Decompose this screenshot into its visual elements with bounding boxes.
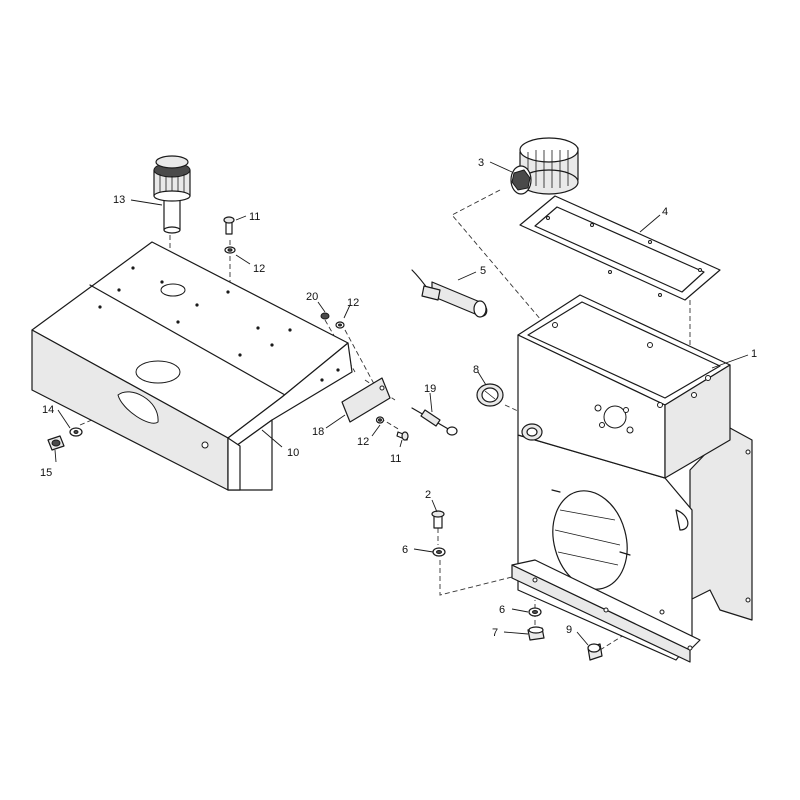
callout-18: 18 bbox=[312, 426, 324, 438]
cover-rivets bbox=[98, 266, 340, 382]
callout-20: 20 bbox=[306, 291, 318, 303]
callout-6a: 6 bbox=[402, 544, 408, 556]
leader-lines bbox=[54, 161, 749, 646]
callout-9: 9 bbox=[566, 624, 572, 636]
bracket-18 bbox=[341, 377, 391, 423]
sight-glass-8 bbox=[476, 383, 504, 407]
gasket-holes bbox=[546, 216, 702, 297]
nut-20 bbox=[320, 312, 330, 320]
callout-5: 5 bbox=[480, 265, 486, 277]
washer-6-a bbox=[432, 547, 446, 557]
sensor-5 bbox=[411, 269, 488, 318]
sensor-19 bbox=[411, 407, 458, 436]
nut-7 bbox=[527, 626, 545, 641]
filler-breather bbox=[153, 155, 191, 234]
filter-3 bbox=[510, 137, 579, 195]
washer-12-low bbox=[375, 416, 385, 424]
callout-19: 19 bbox=[424, 383, 436, 395]
callout-10: 10 bbox=[287, 447, 299, 459]
bolt-11-top bbox=[223, 216, 235, 235]
callout-6b: 6 bbox=[499, 604, 505, 616]
washer-6-b bbox=[528, 607, 542, 617]
callout-12a: 12 bbox=[253, 263, 265, 275]
washer-14 bbox=[69, 427, 83, 437]
callout-14: 14 bbox=[42, 404, 54, 416]
bolt-2 bbox=[431, 510, 445, 529]
callout-1: 1 bbox=[751, 348, 757, 360]
callout-15: 15 bbox=[40, 467, 52, 479]
gasket-4 bbox=[519, 195, 721, 301]
callout-4: 4 bbox=[662, 206, 668, 218]
callout-labels: 1 2 3 4 5 6 6 7 8 9 10 11 11 12 12 12 13… bbox=[40, 157, 757, 639]
cover-hood bbox=[31, 241, 353, 491]
callout-13: 13 bbox=[113, 194, 125, 206]
washer-12-mid bbox=[335, 321, 345, 329]
fitting-15 bbox=[47, 435, 65, 451]
callout-2: 2 bbox=[425, 489, 431, 501]
housing-1 bbox=[511, 294, 753, 663]
callout-8: 8 bbox=[473, 364, 479, 376]
callout-11b: 11 bbox=[390, 453, 401, 465]
callout-11a: 11 bbox=[249, 211, 260, 223]
callout-7: 7 bbox=[492, 627, 498, 639]
callout-12b: 12 bbox=[347, 297, 359, 309]
washer-12-top bbox=[224, 246, 236, 254]
callout-12c: 12 bbox=[357, 436, 369, 448]
bolt-9 bbox=[587, 643, 603, 661]
bolt-11-low bbox=[396, 431, 409, 441]
callout-3: 3 bbox=[478, 157, 484, 169]
